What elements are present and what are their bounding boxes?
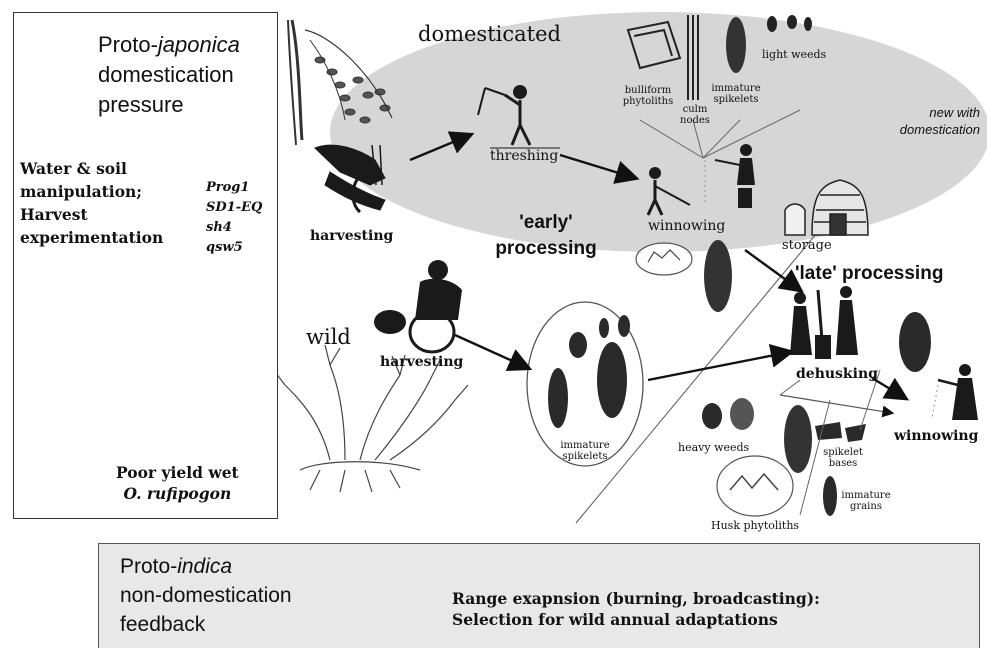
culm-nodes-label: culm nodes: [675, 104, 715, 126]
bulliform-line-1: bulliform: [620, 85, 676, 96]
dom-immature-label: immature spikelets: [708, 83, 764, 105]
gene-list: Prog1 SD1-EQ sh4 qsw5: [206, 178, 262, 258]
spikelet-base-grain: [784, 405, 812, 473]
domesticated-title: domesticated: [418, 22, 561, 46]
range-line-2: Selection for wild annual adaptations: [452, 609, 820, 630]
gene-item: Prog1: [206, 178, 262, 198]
japonica-title: Proto-japonica domestication pressure: [98, 30, 240, 120]
early-line-1: 'early': [486, 210, 606, 236]
new-with-domestication-label: new with domestication: [876, 104, 980, 138]
spikelet-bases-line-1: spikelet: [818, 447, 868, 458]
gene-item: sh4: [206, 218, 262, 238]
culm-line-2: nodes: [675, 115, 715, 126]
arrow-spikelets-dehusking: [648, 352, 790, 380]
wild-harvesting-label: harvesting: [380, 354, 463, 370]
wild-harvesting-figure: [374, 260, 462, 352]
arrow-wildharvest-spikelets: [455, 335, 528, 368]
practices-text: Water & soil manipulation; Harvest exper…: [20, 157, 163, 249]
threshing-label: threshing: [490, 148, 558, 164]
practices-line-4: experimentation: [20, 226, 163, 249]
culm-line-1: culm: [675, 104, 715, 115]
range-line-1: Range exapnsion (burning, broadcasting):: [452, 588, 820, 609]
new-with-line-2: domestication: [876, 121, 980, 138]
dehusking-figures: [790, 286, 858, 359]
indica-line-2: non-domestication: [120, 581, 292, 610]
practices-line-3: Harvest: [20, 203, 163, 226]
bulliform-line-2: phytoliths: [620, 96, 676, 107]
domesticated-harvesting-label: harvesting: [310, 228, 393, 244]
immature-grain-icon: [823, 476, 837, 516]
indica-line-3: feedback: [120, 610, 292, 639]
title-line-3: pressure: [98, 90, 240, 120]
indica-prefix: Proto-: [120, 555, 177, 578]
title-italic: japonica: [158, 32, 240, 57]
rufipogon-label: Poor yield wet O. rufipogon: [116, 462, 239, 504]
gene-item: SD1-EQ: [206, 198, 262, 218]
husk-phytolith-circle-top: [636, 243, 692, 275]
base-label-line-1: Poor yield wet: [116, 462, 239, 483]
storage-label: storage: [782, 238, 832, 253]
wild-title: wild: [306, 325, 351, 349]
dehusked-grain: [899, 312, 931, 372]
husk-phytolith-circle-bottom: [717, 456, 793, 516]
late-processing-label: 'late' processing: [795, 263, 943, 285]
wild-immature-line-1: immature: [553, 440, 617, 451]
immature-grains-line-2: grains: [838, 501, 894, 512]
winnowing-label: winnowing: [648, 218, 725, 234]
new-with-line-1: new with: [876, 104, 980, 121]
dehusking-label: dehusking: [796, 366, 878, 382]
wild-immature-label: immature spikelets: [553, 440, 617, 462]
base-label-line-2: O. rufipogon: [116, 483, 239, 504]
wild-immature-line-2: spikelets: [553, 451, 617, 462]
dom-immature-line-2: spikelets: [708, 94, 764, 105]
title-prefix: Proto-: [98, 32, 158, 57]
heavy-weeds-icons: [702, 398, 754, 430]
early-processing-label: 'early' processing: [486, 210, 606, 262]
dom-immature-line-1: immature: [708, 83, 764, 94]
early-line-2: processing: [486, 236, 606, 262]
indica-italic: indica: [177, 555, 232, 578]
spikelet-bases-icons: [815, 422, 866, 442]
heavy-weeds-label: heavy weeds: [678, 441, 749, 454]
practices-line-1: Water & soil: [20, 157, 163, 180]
gene-item: qsw5: [206, 238, 262, 258]
arrow-winnowing-dehusking: [745, 250, 800, 290]
range-expansion-text: Range exapnsion (burning, broadcasting):…: [452, 588, 820, 630]
late-winnowing-figure: [932, 364, 978, 420]
immature-grains-label: immature grains: [838, 490, 894, 512]
light-weeds-label: light weeds: [762, 48, 826, 61]
immature-grains-line-1: immature: [838, 490, 894, 501]
bulliform-label: bulliform phytoliths: [620, 85, 676, 107]
spikelet-grain-dark: [704, 240, 732, 312]
indica-title: Proto-indica non-domestication feedback: [120, 552, 292, 639]
late-winnowing-label: winnowing: [894, 428, 978, 444]
spikelet-bases-label: spikelet bases: [818, 447, 868, 469]
title-line-2: domestication: [98, 60, 240, 90]
practices-line-2: manipulation;: [20, 180, 163, 203]
immature-spikelet-icon: [726, 17, 746, 73]
husk-phytoliths-label: Husk phytoliths: [711, 519, 799, 532]
spikelet-bases-line-2: bases: [818, 458, 868, 469]
